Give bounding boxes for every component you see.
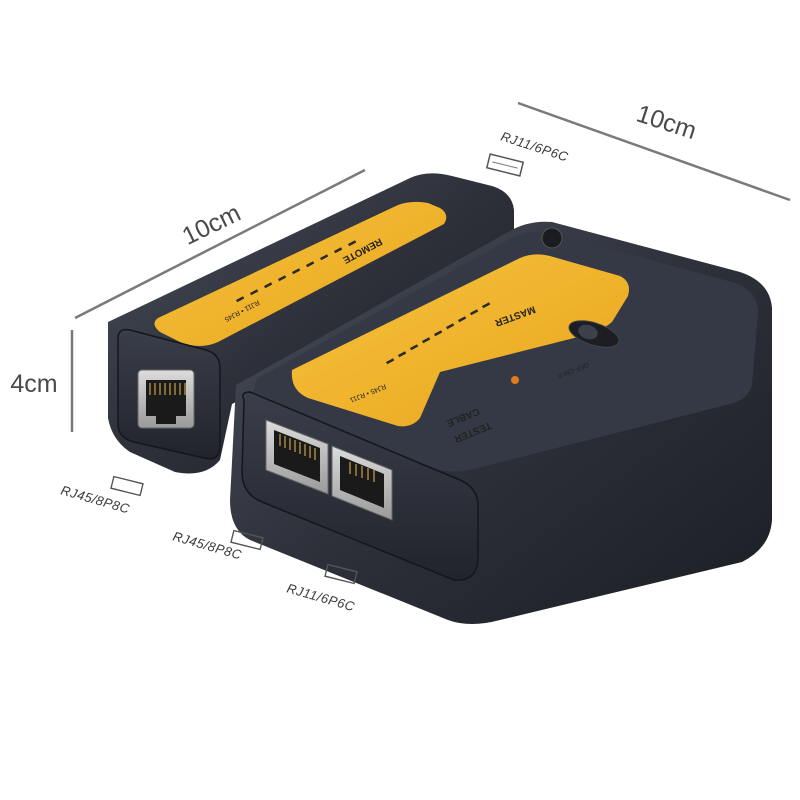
port-label-master-right: RJ11/6P6C — [285, 580, 357, 614]
master-label-panel — [291, 254, 629, 427]
master-rj45-port — [265, 419, 329, 495]
dim-label-remote-width: 10cm — [178, 199, 245, 251]
remote-port-icon — [110, 475, 144, 497]
brand-logo-icon — [541, 227, 563, 249]
top-rj11-icon — [485, 153, 525, 177]
dim-label-height: 4cm — [10, 370, 57, 398]
dim-line-remote — [74, 168, 366, 320]
dimension-lines — [70, 101, 791, 432]
power-switch[interactable] — [566, 316, 622, 353]
master-led-strip — [385, 302, 491, 365]
remote-label-panel — [154, 201, 447, 346]
remote-rj45-port — [137, 369, 195, 429]
remote-unit: REMOTE RJ11 • RJ45 — [108, 173, 514, 474]
port-label-remote: RJ45/8P8C — [59, 482, 131, 516]
master-unit: MASTER RJ45 • RJ11 CABLE TESTER OFF-ON-S — [230, 221, 772, 624]
master-right-port-icon — [324, 563, 358, 585]
master-left-port-icon — [230, 529, 264, 551]
dim-line-master — [517, 101, 791, 202]
power-indicator-icon — [511, 376, 519, 384]
master-rj11-port — [331, 445, 393, 521]
dim-label-master-width: 10cm — [633, 100, 700, 146]
remote-led-strip — [235, 240, 357, 303]
